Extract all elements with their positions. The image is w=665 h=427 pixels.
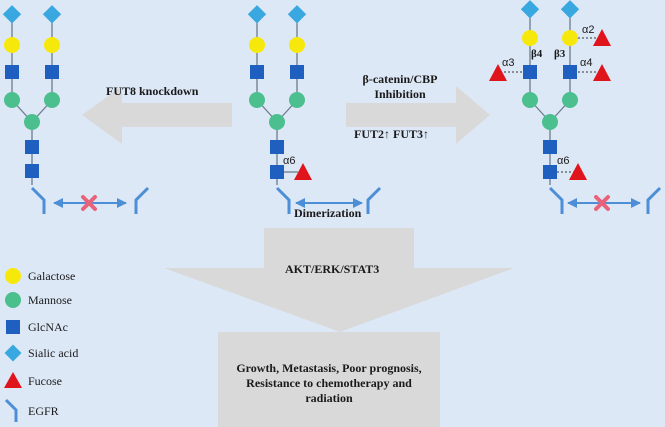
outcome-line-2: Resistance to chemotherapy and (246, 376, 412, 390)
right-glycan-residues (489, 0, 611, 180)
egfr-icon (134, 186, 150, 214)
center-egfr-pair (275, 186, 382, 214)
mannose-icon (44, 92, 60, 108)
egfr-legend-icon (4, 398, 18, 422)
mannose-icon (289, 92, 305, 108)
legend-sialic-acid-label: Sialic acid (28, 346, 79, 360)
inhibition-label: Inhibition (374, 87, 426, 101)
dimerization-label: Dimerization (294, 206, 362, 220)
alpha6-linkage-label: α6 (557, 155, 570, 167)
glcnac-icon (5, 65, 19, 79)
legend-glcnac-label: GlcNAc (28, 320, 68, 334)
fucose-icon (294, 163, 312, 180)
outcome-line-1: Growth, Metastasis, Poor prognosis, (236, 361, 422, 375)
blocked-x-icon (594, 195, 610, 211)
glcnac-icon (290, 65, 304, 79)
mannose-icon (562, 92, 578, 108)
galactose-icon (562, 30, 578, 46)
glcnac-icon (563, 65, 577, 79)
signaling-down-arrow (164, 228, 514, 332)
beta-catenin-label: β-catenin/CBP (362, 72, 438, 86)
sialic-acid-icon (560, 0, 580, 19)
glcnac-icon (523, 65, 537, 79)
egfr-icon (646, 186, 662, 214)
mannose-icon (249, 92, 265, 108)
legend-galactose-label: Galactose (28, 269, 76, 283)
mannose-icon (269, 114, 285, 130)
alpha4-linkage-label: α4 (580, 57, 593, 69)
outcome-box (218, 332, 440, 427)
sialic-acid-icon (247, 5, 267, 24)
galactose-legend-icon (5, 268, 21, 284)
right-egfr-pair (548, 186, 662, 214)
alpha6-linkage-label: α6 (283, 155, 296, 167)
outcome-line-3: radiation (305, 391, 353, 405)
fucose-icon (489, 64, 507, 81)
glcnac-icon (270, 140, 284, 154)
fut8-knockdown-label: FUT8 knockdown (106, 84, 199, 98)
glcnac-legend-icon (6, 320, 20, 334)
sialic-acid-icon (287, 5, 307, 24)
beta3-linkage-label: β3 (554, 48, 566, 60)
fucose-icon (593, 29, 611, 46)
galactose-icon (4, 37, 20, 53)
glcnac-icon (543, 165, 557, 179)
egfr-icon (30, 186, 46, 214)
glcnac-icon (45, 65, 59, 79)
left-egfr-pair (30, 186, 150, 214)
akt-erk-stat3-label: AKT/ERK/STAT3 (285, 262, 380, 276)
beta4-linkage-label: β4 (531, 48, 543, 60)
legend-fucose-label: Fucose (28, 374, 62, 388)
alpha2-linkage-label: α2 (582, 24, 595, 36)
glcnac-icon (25, 140, 39, 154)
fut2-fut3-label: FUT2↑ FUT3↑ (354, 127, 429, 141)
egfr-icon (275, 186, 291, 214)
glcnac-icon (270, 165, 284, 179)
galactose-icon (44, 37, 60, 53)
fut8-knockdown-arrow (82, 86, 232, 144)
mannose-icon (542, 114, 558, 130)
inhibition-arrow (346, 86, 490, 144)
blocked-x-icon (81, 195, 97, 211)
galactose-icon (249, 37, 265, 53)
legend-mannose-label: Mannose (28, 293, 72, 307)
sialic-acid-icon (2, 5, 22, 24)
glcnac-icon (250, 65, 264, 79)
fucose-icon (569, 163, 587, 180)
sialic-acid-legend-icon (4, 344, 22, 362)
mannose-icon (24, 114, 40, 130)
egfr-icon (366, 186, 382, 214)
center-glycan-residues (247, 5, 312, 180)
right-linkage-dashes (504, 37, 596, 173)
glcnac-icon (543, 140, 557, 154)
sialic-acid-icon (42, 5, 62, 24)
sialic-acid-icon (520, 0, 540, 19)
glcnac-icon (25, 164, 39, 178)
alpha3-linkage-label: α3 (502, 57, 515, 69)
mannose-icon (522, 92, 538, 108)
mannose-icon (4, 92, 20, 108)
mannose-legend-icon (5, 292, 21, 308)
galactose-icon (522, 30, 538, 46)
fucose-legend-icon (4, 372, 22, 388)
legend-egfr-label: EGFR (28, 404, 59, 418)
fucose-icon (593, 64, 611, 81)
galactose-icon (289, 37, 305, 53)
egfr-icon (548, 186, 564, 214)
